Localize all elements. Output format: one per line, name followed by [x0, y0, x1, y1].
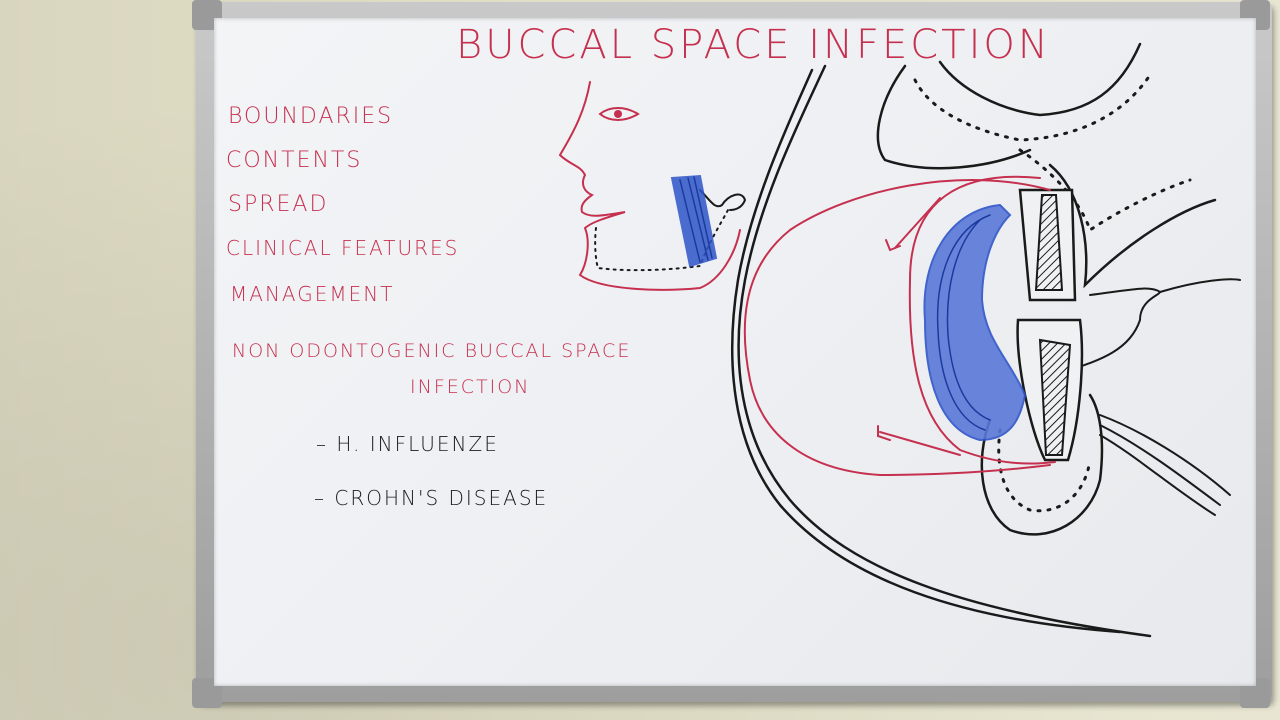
buccinator-muscle-sketch [670, 174, 718, 268]
spread-arrow-lower [879, 431, 961, 456]
topic-spread: SPREAD [228, 192, 329, 217]
topic-contents: CONTENTS [226, 148, 363, 173]
cause-h-influenzae: – H. INFLUENZE [316, 432, 499, 456]
cause-crohns-disease: – CROHN'S DISEASE [314, 486, 549, 510]
face-profile-sketch [558, 81, 747, 291]
topic-clinical-features: CLINICAL FEATURES [226, 236, 460, 260]
board-title: BUCCAL SPACE INFECTION [456, 22, 1051, 68]
eye-icon [614, 110, 622, 118]
buccal-space-outline [743, 179, 1051, 477]
non-odontogenic-heading-line2: INFECTION [410, 376, 531, 398]
topic-management: MANAGEMENT [230, 282, 395, 306]
buccal-space-cross-section [731, 42, 1241, 638]
topic-boundaries: BOUNDARIES [228, 104, 394, 129]
spread-arrow-upper [894, 197, 941, 249]
non-odontogenic-heading: NON ODONTOGENIC BUCCAL SPACE [232, 340, 632, 362]
buccinator-muscle [923, 203, 1027, 442]
